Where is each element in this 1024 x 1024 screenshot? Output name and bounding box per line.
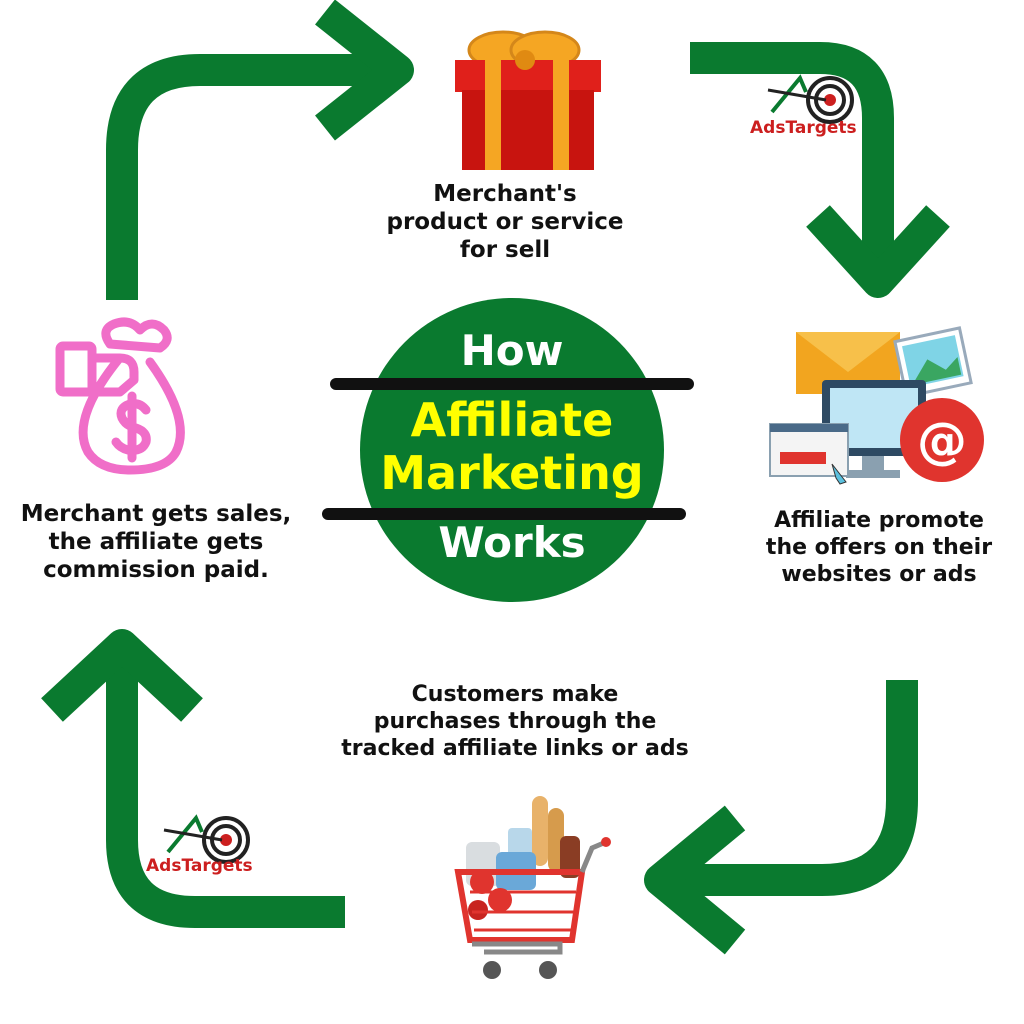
shopping-cart-icon [454, 796, 611, 979]
arrow-product-to-affiliate [690, 42, 950, 298]
step-line: purchases through the [373, 708, 657, 734]
step-line: Merchant's [433, 181, 577, 207]
step-line: tracked affiliate links or ads [341, 735, 689, 761]
svg-text:@: @ [917, 412, 967, 470]
step-line: the offers on their [765, 534, 993, 560]
step-customers-purchase-label: Customers make purchases through the tra… [320, 682, 710, 762]
step-line: Customers make [411, 682, 619, 707]
step-line: websites or ads [781, 561, 977, 587]
step-line: Merchant gets sales, [20, 501, 292, 527]
step-affiliate-promote-label: Affiliate promote the offers on their we… [734, 508, 1024, 588]
digital-marketing-icon: @ [769, 326, 984, 485]
adstargets-logo-text-top: AdsTargets [750, 118, 857, 138]
arrow-merchant-to-product [106, 0, 414, 300]
step-line: the affiliate gets [48, 529, 264, 556]
step-merchant-product-label: Merchant's product or service for sell [340, 180, 670, 264]
title-affiliate: Affiliate [410, 393, 614, 447]
step-line: for sell [459, 237, 551, 264]
title-works: Works [438, 518, 586, 567]
divider-bottom [322, 508, 686, 520]
step-merchant-sales-label: Merchant gets sales, the affiliate gets … [0, 500, 312, 584]
title-how: How [460, 326, 564, 375]
step-line: product or service [386, 209, 624, 236]
title-marketing: Marketing [380, 446, 644, 500]
adstargets-logo-text-bottom: AdsTargets [146, 856, 253, 876]
money-bag-hand-icon [55, 317, 185, 475]
step-line: Affiliate promote [774, 508, 984, 533]
gift-box-icon [455, 30, 601, 170]
arrow-customers-to-merchant [41, 629, 345, 928]
step-line: commission paid. [43, 557, 269, 584]
arrow-affiliate-to-customers [644, 680, 918, 955]
adstargets-logo-mark-top [767, 74, 854, 124]
center-circle [360, 298, 664, 602]
adstargets-logo-mark-bottom [163, 814, 250, 864]
divider-top [330, 378, 694, 390]
